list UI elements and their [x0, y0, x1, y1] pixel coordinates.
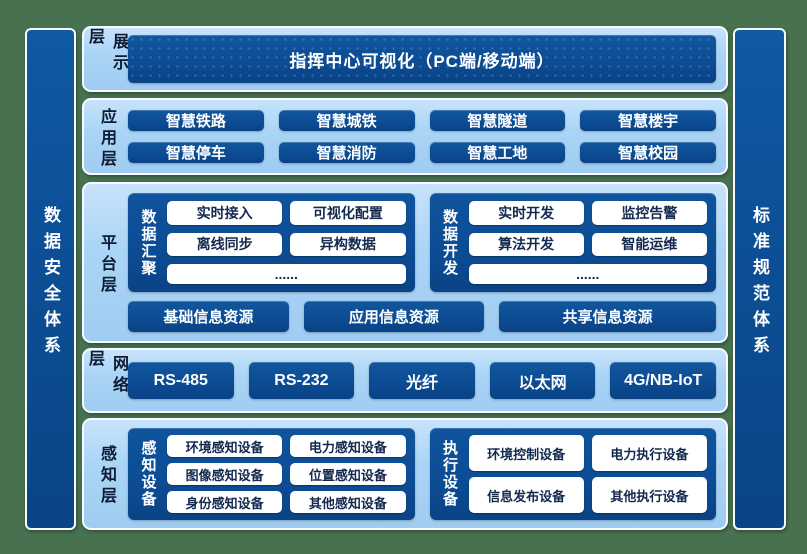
box-basic-info-resources: 基础信息资源 — [128, 301, 289, 332]
box-optical-fiber: 光纤 — [369, 362, 475, 399]
pillar-standards-label: 标准规范体系 — [750, 205, 769, 362]
box-development-more: ...... — [468, 264, 707, 284]
platform-resources-row: 基础信息资源 应用信息资源 共享信息资源 — [128, 301, 717, 332]
box-location-sensing-device: 位置感知设备 — [290, 463, 406, 485]
layer-perception: 感知层 感知设备 环境感知设备 电力感知设备 图像感知设备 位置感知设备 身份感… — [82, 418, 728, 530]
box-smart-building: 智慧楼宇 — [580, 110, 716, 131]
layer-network-body: RS-485 RS-232 光纤 以太网 4G/NB-IoT — [128, 350, 726, 411]
pillar-data-security: 数据安全体系 — [25, 28, 76, 530]
box-other-sensing-device: 其他感知设备 — [290, 491, 406, 513]
group-data-aggregation: 数据汇聚 实时接入 可视化配置 离线同步 异构数据 ...... — [128, 193, 415, 292]
box-power-actuating-device: 电力执行设备 — [591, 435, 707, 471]
box-smart-tunnel: 智慧隧道 — [429, 110, 566, 131]
group-data-development-grid: 实时开发 监控告警 算法开发 智能运维 ...... — [468, 201, 707, 284]
group-sensing-devices: 感知设备 环境感知设备 电力感知设备 图像感知设备 位置感知设备 身份感知设备 … — [128, 428, 415, 520]
box-algorithm-development: 算法开发 — [468, 232, 584, 257]
box-intelligent-ops: 智能运维 — [591, 232, 707, 257]
box-realtime-development: 实时开发 — [468, 201, 584, 225]
group-data-aggregation-grid: 实时接入 可视化配置 离线同步 异构数据 ...... — [167, 201, 406, 284]
layer-application-label: 应用层 — [98, 107, 115, 171]
box-rs485: RS-485 — [128, 362, 234, 399]
platform-groups: 数据汇聚 实时接入 可视化配置 离线同步 异构数据 ...... 数据开发 实时… — [128, 193, 716, 292]
box-smart-metro: 智慧城铁 — [278, 110, 415, 131]
box-identity-sensing-device: 身份感知设备 — [167, 491, 283, 513]
box-aggregation-more: ...... — [167, 264, 406, 284]
box-image-sensing-device: 图像感知设备 — [167, 463, 283, 485]
box-smart-campus: 智慧校园 — [580, 142, 716, 163]
box-4g-nbiot: 4G/NB-IoT — [610, 362, 716, 399]
group-actuating-devices-grid: 环境控制设备 电力执行设备 信息发布设备 其他执行设备 — [468, 435, 707, 513]
box-ethernet: 以太网 — [489, 362, 596, 399]
box-offline-sync: 离线同步 — [167, 232, 283, 257]
box-heterogeneous-data: 异构数据 — [290, 232, 406, 257]
box-smart-worksite: 智慧工地 — [429, 142, 566, 163]
layer-perception-label: 感知层 — [98, 445, 115, 508]
box-command-center-visualization: 指挥中心可视化（PC端/移动端） — [128, 35, 716, 83]
box-shared-info-resources: 共享信息资源 — [498, 301, 717, 332]
box-smart-parking: 智慧停车 — [128, 142, 264, 163]
layer-platform-body: 数据汇聚 实时接入 可视化配置 离线同步 异构数据 ...... 数据开发 实时… — [128, 184, 726, 341]
layer-network: 网络层 RS-485 RS-232 光纤 以太网 4G/NB-IoT — [82, 348, 728, 413]
group-actuating-devices: 执行设备 环境控制设备 电力执行设备 信息发布设备 其他执行设备 — [429, 428, 716, 520]
group-data-development-label: 数据开发 — [441, 208, 458, 277]
layer-network-label: 网络层 — [86, 350, 127, 397]
box-realtime-access: 实时接入 — [167, 201, 283, 225]
box-env-control-device: 环境控制设备 — [468, 435, 584, 471]
box-rs232: RS-232 — [248, 362, 355, 399]
box-power-sensing-device: 电力感知设备 — [290, 435, 406, 457]
box-info-publishing-device: 信息发布设备 — [468, 477, 584, 513]
group-sensing-devices-grid: 环境感知设备 电力感知设备 图像感知设备 位置感知设备 身份感知设备 其他感知设… — [167, 435, 406, 513]
group-data-aggregation-label: 数据汇聚 — [139, 208, 157, 277]
layer-platform-label: 平台层 — [98, 233, 115, 297]
layer-display-label: 展示层 — [86, 28, 127, 75]
group-data-development: 数据开发 实时开发 监控告警 算法开发 智能运维 ...... — [429, 193, 716, 292]
box-smart-firefighting: 智慧消防 — [278, 142, 415, 163]
layer-display: 展示层 指挥中心可视化（PC端/移动端） — [82, 26, 728, 92]
box-visual-config: 可视化配置 — [290, 201, 406, 225]
layer-application: 应用层 智慧铁路 智慧城铁 智慧隧道 智慧楼宇 智慧停车 智慧消防 智慧工地 智… — [82, 98, 728, 175]
box-smart-railway: 智慧铁路 — [128, 110, 264, 131]
pillar-data-security-label: 数据安全体系 — [41, 205, 60, 362]
box-env-sensing-device: 环境感知设备 — [167, 435, 283, 457]
layer-platform: 平台层 数据汇聚 实时接入 可视化配置 离线同步 异构数据 ...... 数据开… — [82, 182, 728, 343]
layer-perception-body: 感知设备 环境感知设备 电力感知设备 图像感知设备 位置感知设备 身份感知设备 … — [128, 420, 726, 528]
group-sensing-devices-label: 感知设备 — [139, 440, 157, 508]
box-application-info-resources: 应用信息资源 — [303, 301, 484, 332]
group-actuating-devices-label: 执行设备 — [441, 440, 458, 508]
layer-application-body: 智慧铁路 智慧城铁 智慧隧道 智慧楼宇 智慧停车 智慧消防 智慧工地 智慧校园 — [128, 100, 726, 173]
pillar-standards: 标准规范体系 — [733, 28, 786, 530]
box-monitoring-alerts: 监控告警 — [591, 201, 707, 225]
box-other-actuating-device: 其他执行设备 — [591, 477, 707, 513]
layer-display-body: 指挥中心可视化（PC端/移动端） — [128, 28, 726, 90]
